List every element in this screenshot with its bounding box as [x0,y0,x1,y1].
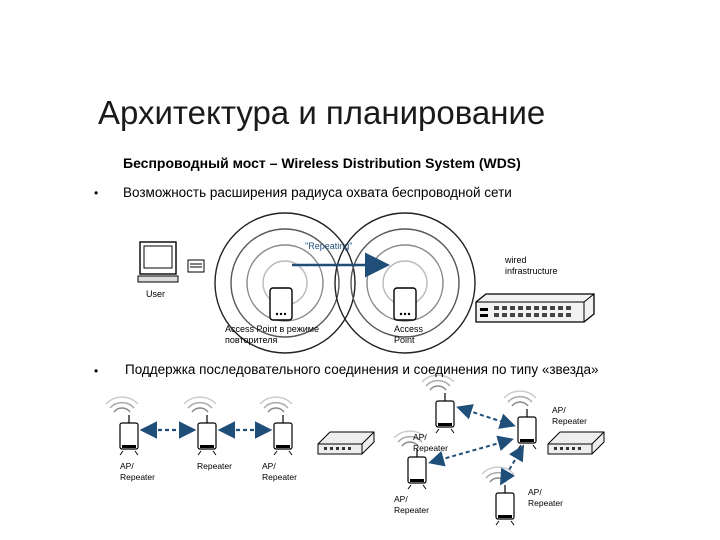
user-label: User [146,289,166,299]
star-link-top [456,404,516,429]
star-ap-bottom-right-icon [481,466,515,526]
chain-left-label: AP/ Repeater [120,461,155,482]
star-link-bottom-right [499,444,525,486]
chain-ap-left-icon [105,396,139,456]
wired-infrastructure-label: wired infrastructure [505,255,558,276]
page-subtitle: Беспроводный мост – Wireless Distributio… [123,155,521,171]
bullet-text-1: Возможность расширения радиуса охвата бе… [123,185,512,200]
bullet-text-2: Поддержка последовательного соединения и… [125,362,599,377]
wired-switch-icon [475,293,595,323]
ap-repeater-mode-icon [269,287,293,321]
chain-ap-right-icon [259,396,293,456]
chain-middle-label: Repeater [197,461,232,471]
coverage-right [334,212,476,354]
star-center-label: AP/ Repeater [413,432,448,453]
star-bottom-right-label: AP/ Repeater [528,487,563,508]
bullet-marker-1: • [94,186,99,200]
star-switch-icon [547,431,605,455]
bullet-marker-2: • [94,364,99,378]
access-point-label: Access Point [394,324,424,345]
star-top-right-label: AP/ Repeater [552,405,587,426]
chain-repeater-icon [183,396,217,456]
access-point-icon [393,287,417,321]
repeating-label: "Repeating" [305,241,353,251]
chain-switch-icon [317,431,375,455]
page-title: Архитектура и планирование [98,94,546,131]
star-ap-top-icon [421,374,455,434]
chain-right-label: AP/ Repeater [262,461,297,482]
user-computer-icon [137,241,205,283]
ap-repeater-mode-label: Access Point в режиме повторителя [225,324,319,345]
star-bottom-left-label: AP/ Repeater [394,494,429,515]
